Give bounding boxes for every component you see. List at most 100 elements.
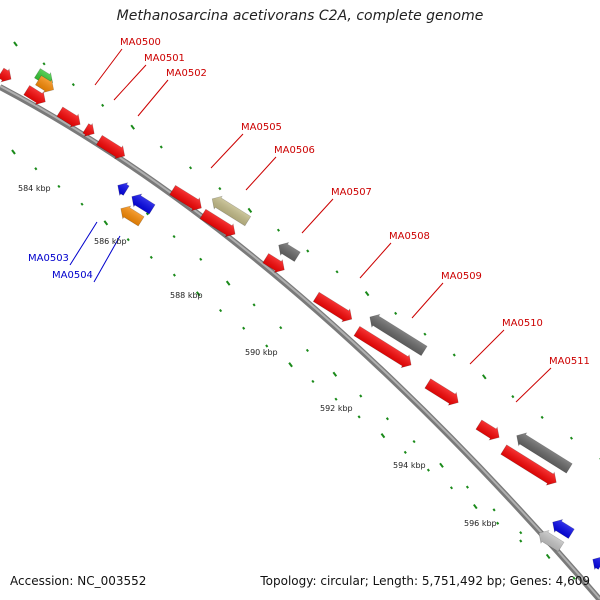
tick-mark (189, 166, 193, 170)
genome-summary-text: Topology: circular; Length: 5,751,492 bp… (260, 574, 590, 588)
gene-arrow[interactable] (34, 74, 57, 96)
gene-label[interactable]: MA0506 (245, 145, 315, 191)
ruler-label: 594 kbp (393, 461, 426, 470)
tick-mark (126, 238, 130, 242)
tick-mark (380, 433, 386, 439)
gene-label-leader (301, 198, 334, 234)
gene-arrow[interactable] (128, 190, 156, 215)
gene-arrow[interactable] (424, 377, 462, 409)
tick-mark (218, 187, 222, 191)
gene-label-leader (210, 133, 244, 169)
gene-arrow[interactable] (169, 184, 206, 215)
tick-mark (511, 395, 515, 399)
gene-label-leader (469, 329, 505, 365)
tick-mark (439, 462, 444, 468)
gene-arrow[interactable] (23, 84, 50, 108)
gene-arrow[interactable] (353, 325, 415, 372)
gene-label[interactable]: MA0511 (515, 356, 590, 403)
tick-mark (159, 145, 163, 149)
gene-label[interactable]: MA0503 (28, 221, 98, 266)
tick-mark (288, 362, 293, 368)
gene-arrow-shade (262, 253, 285, 273)
gene-arrow-shade (0, 68, 12, 82)
gene-label-text: MA0506 (274, 145, 315, 156)
tick-mark (80, 202, 84, 206)
tick-mark (519, 531, 523, 535)
gene-label-leader (93, 235, 121, 283)
gene-arrow-shade (56, 106, 81, 128)
tick-mark (311, 379, 315, 384)
gene-arrow-shade (120, 205, 145, 227)
tick-mark (34, 167, 38, 171)
gene-arrow-shade (169, 185, 202, 211)
gene-label-leader (411, 282, 444, 319)
gene-arrow[interactable] (114, 179, 130, 197)
tick-mark (465, 485, 469, 489)
gene-label[interactable]: MA0510 (469, 318, 543, 365)
gene-label[interactable]: MA0508 (359, 231, 430, 279)
gene-arrow[interactable] (82, 122, 98, 140)
gene-label[interactable]: MA0501 (113, 53, 185, 101)
tick-mark (242, 326, 246, 330)
gene-arrow[interactable] (262, 252, 289, 276)
gene-label[interactable]: MA0507 (301, 187, 372, 234)
gene-arrow[interactable] (475, 418, 503, 443)
gene-arrow[interactable] (535, 527, 565, 553)
gene-label[interactable]: MA0500 (94, 37, 161, 86)
tick-mark (101, 103, 105, 108)
ruler-label: 590 kbp (245, 348, 278, 357)
gene-label[interactable]: MA0502 (137, 68, 207, 117)
ruler-label: 584 kbp (18, 184, 51, 193)
tick-mark (172, 234, 176, 239)
gene-label-text: MA0500 (120, 37, 161, 48)
gene-arrow[interactable] (500, 443, 561, 489)
gene-label-text: MA0511 (549, 356, 590, 367)
tick-mark (145, 212, 149, 216)
gene-arrow[interactable] (208, 193, 252, 228)
gene-arrow[interactable] (0, 66, 15, 85)
tick-mark (545, 553, 551, 560)
ruler-label: 588 kbp (170, 291, 203, 300)
gene-arrow-shade (552, 519, 575, 539)
gene-label[interactable]: MA0509 (411, 271, 482, 319)
tick-mark (252, 303, 256, 307)
gene-arrow-shade (538, 530, 564, 552)
gene-arrow[interactable] (199, 208, 239, 241)
gene-label-leader (515, 367, 552, 403)
gene-arrow[interactable] (312, 291, 356, 326)
gene-arrow-shade (500, 444, 557, 486)
tick-mark (364, 291, 370, 297)
gene-label-text: MA0508 (389, 231, 430, 242)
ruler-label: 586 kbp (94, 237, 127, 246)
tick-mark (103, 220, 109, 226)
gene-label[interactable]: MA0504 (52, 235, 121, 283)
gene-arrow-shade (96, 135, 125, 159)
tick-mark (279, 326, 283, 330)
gene-label-leader (113, 64, 147, 101)
gene-arrow-shade (278, 242, 301, 262)
gene-arrow-shade (592, 556, 600, 570)
gene-arrow[interactable] (513, 429, 574, 475)
tick-mark (247, 207, 253, 213)
tick-mark (149, 255, 153, 259)
gene-arrow[interactable] (549, 516, 576, 540)
gene-label[interactable]: MA0505 (210, 122, 282, 169)
tick-mark (357, 415, 361, 419)
gene-arrow[interactable] (117, 202, 145, 227)
gene-arrow-shade (23, 85, 46, 105)
gene-arrow[interactable] (589, 553, 600, 571)
gene-label-leader (245, 156, 277, 191)
gene-arrow-shade (313, 292, 352, 322)
gene-arrow[interactable] (56, 105, 84, 130)
tick-mark (449, 486, 454, 490)
gene-arrow-shade (353, 326, 412, 368)
gene-arrow[interactable] (366, 311, 428, 358)
gene-arrow-shade (131, 193, 156, 215)
tick-mark (335, 270, 339, 274)
gene-label-text: MA0501 (144, 53, 185, 64)
gene-arrow[interactable] (275, 239, 302, 263)
gene-label-text: MA0509 (441, 271, 482, 282)
gene-arrow[interactable] (95, 134, 128, 163)
tick-mark (306, 249, 310, 253)
